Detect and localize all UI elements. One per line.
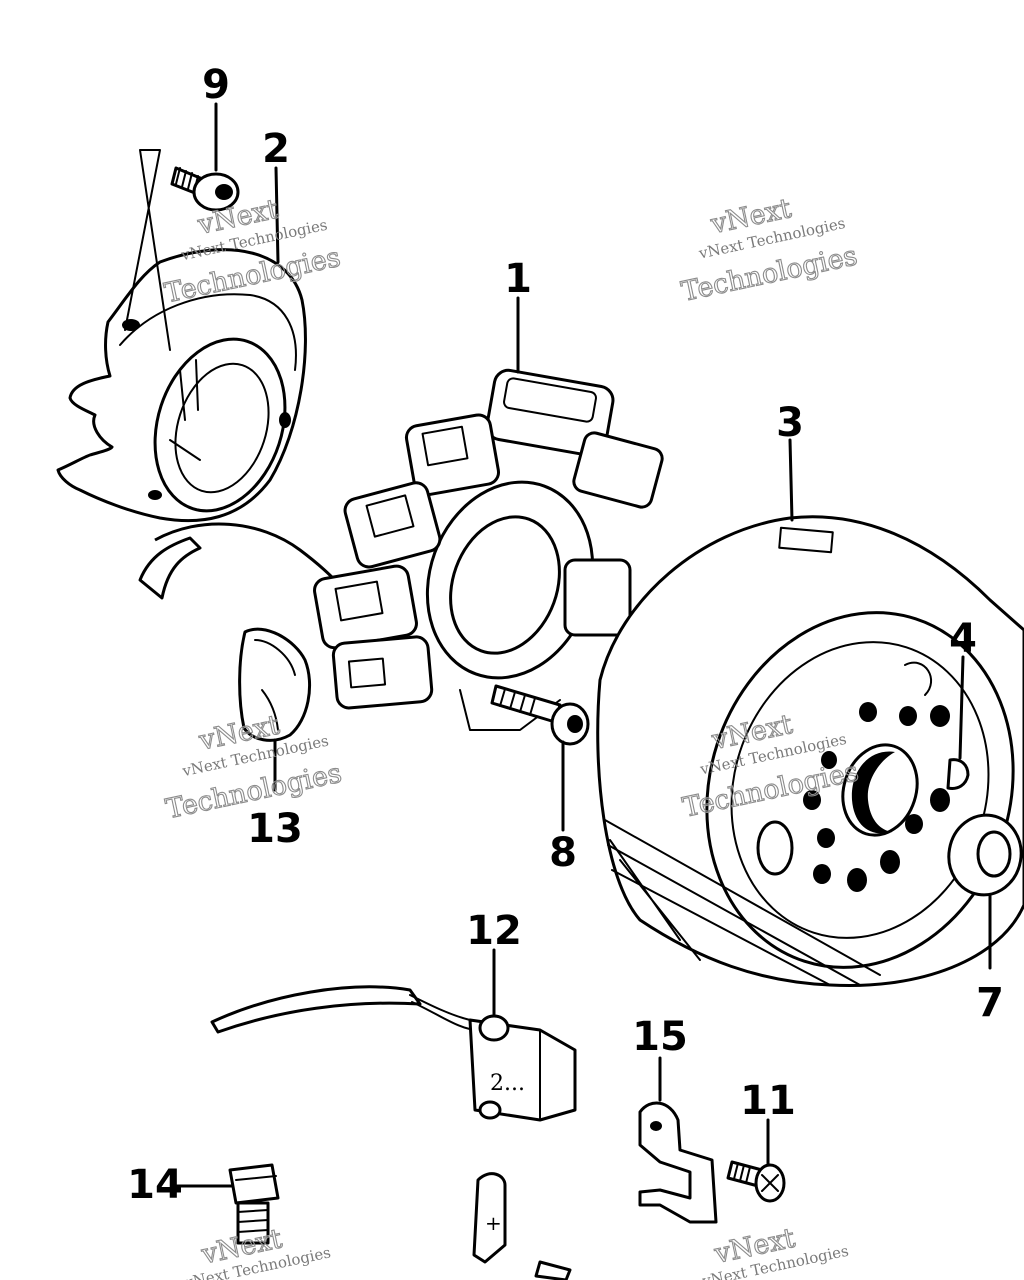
terminal-marking: + — [485, 1211, 502, 1235]
stator-base-plate — [56, 149, 307, 523]
callout-4: 4 — [949, 616, 977, 662]
callout-1: 1 — [504, 256, 532, 302]
callout-8: 8 — [549, 830, 577, 876]
stator-coils — [138, 368, 664, 731]
watermark-top-left: vNext vNext Technologies Technologies — [161, 193, 343, 310]
screw-11 — [726, 1160, 786, 1203]
socket-bolt-8 — [490, 684, 590, 746]
callout-13: 13 — [247, 806, 303, 852]
watermark-mid-left: vNext vNext Technologies Technologies — [163, 709, 345, 826]
callout-7: 7 — [976, 980, 1004, 1026]
screw-9 — [170, 166, 240, 212]
callout-labels: 9 2 1 3 4 13 8 12 7 15 11 14 — [127, 62, 1004, 1208]
callout-12: 12 — [466, 908, 522, 954]
callout-2: 2 — [262, 126, 290, 172]
callout-3: 3 — [776, 400, 804, 446]
terminal-clip: + — [472, 1172, 507, 1264]
callout-14: 14 — [127, 1162, 183, 1208]
callout-11: 11 — [740, 1078, 796, 1124]
woodruff-key — [946, 758, 970, 790]
washer-7 — [947, 813, 1023, 897]
pickup-coil: 2... — [210, 985, 577, 1122]
screw-bottom — [534, 1260, 572, 1280]
watermark-top-right: vNext vNext Technologies Technologies — [678, 193, 860, 309]
wire-grommet — [238, 627, 312, 742]
bolt-14 — [228, 1163, 280, 1245]
callout-9: 9 — [202, 62, 230, 108]
pickup-coil-marking: 2... — [490, 1071, 525, 1096]
bracket-15 — [638, 1101, 718, 1224]
flywheel-rotor — [596, 515, 1024, 988]
leader-lines — [173, 102, 992, 1188]
callout-15: 15 — [632, 1014, 688, 1060]
